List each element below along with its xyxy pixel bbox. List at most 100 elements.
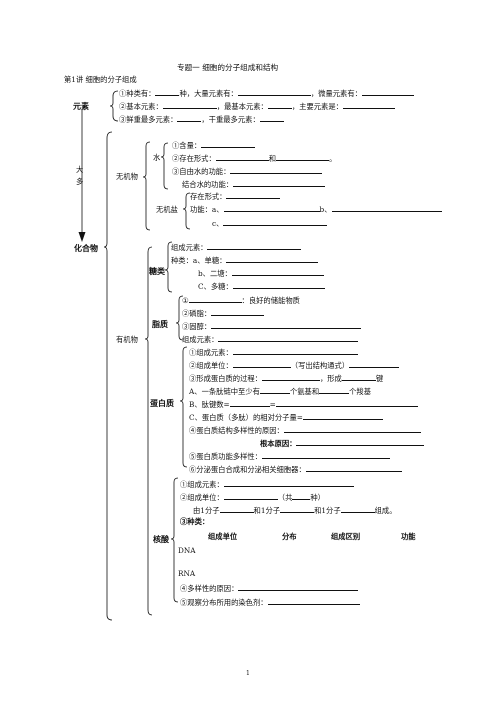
lipid-line-2: ②磷脂： [182, 308, 265, 317]
blank[interactable] [361, 88, 414, 96]
table-row-dna: DNA [178, 546, 196, 555]
nucleic-acid-label: 核酸 [153, 534, 169, 544]
sugar-line-1: 组成元素： [171, 242, 302, 251]
inorganic-label: 无机物 [116, 172, 138, 181]
blank[interactable] [223, 492, 278, 500]
organic-label: 有机物 [116, 335, 138, 344]
blank[interactable] [238, 583, 359, 591]
lipid-line-1: ①：良好的储能物质 [182, 295, 300, 305]
compound-label: 化合物 [74, 243, 98, 253]
blank[interactable] [207, 242, 302, 250]
blank[interactable] [305, 464, 402, 472]
sugar-line-4: C、多糖： [198, 281, 325, 290]
protein-line-9: ⑤蛋白质功能多样性： [189, 451, 390, 460]
sugar-label: 糖类 [149, 266, 165, 276]
blank[interactable] [276, 153, 330, 161]
water-line-4: 结合水的功能： [182, 179, 326, 188]
blank[interactable] [341, 373, 376, 381]
water-line-1: ①含量： [172, 140, 256, 149]
page-number: 1 [246, 670, 250, 677]
blank[interactable] [261, 451, 390, 459]
water-line-3: ③自由水的功能： [172, 166, 323, 175]
blank[interactable] [177, 114, 202, 122]
blank[interactable] [292, 492, 311, 500]
blank[interactable] [302, 412, 383, 420]
side-da: 大 [76, 165, 84, 174]
protein-line-1: ①组成元素： [189, 347, 358, 356]
nucleic-line-6: ⑤观察分布所用的染色剂： [180, 597, 360, 606]
blank[interactable] [233, 179, 326, 187]
side-duo: 多 [76, 177, 84, 186]
protein-line-5: B、肽键数== [189, 399, 418, 408]
blank[interactable] [218, 334, 359, 342]
lesson-heading: 第1讲 细胞的分子组成 [64, 75, 137, 84]
blank[interactable] [232, 360, 291, 368]
page-title: 专题一 细胞的分子组成和结构 [177, 63, 279, 72]
blank[interactable] [230, 166, 323, 174]
blank[interactable] [188, 295, 242, 303]
nucleic-line-2: ②组成单位：（共种） [180, 492, 325, 502]
salt-line-1: 存在形式： [190, 191, 281, 200]
nucleic-line-5: ④多样性的原因： [180, 583, 359, 592]
sugar-line-3: b、二塘： [198, 268, 324, 277]
table-row-rna: RNA [178, 569, 196, 578]
blank[interactable] [229, 399, 270, 407]
blank[interactable] [223, 218, 328, 226]
blank[interactable] [237, 88, 311, 96]
blank[interactable] [215, 153, 269, 161]
blank[interactable] [232, 347, 358, 355]
lipid-line-4: 组成元素： [182, 334, 359, 343]
blank[interactable] [275, 399, 418, 407]
blank[interactable] [342, 101, 395, 109]
protein-label: 蛋白质 [150, 398, 174, 408]
table-header-unit: 组成单位 [208, 532, 238, 541]
element-line-1: ①种类有：种，大量元素有：，微量元素有： [119, 88, 414, 97]
blank[interactable] [219, 505, 254, 513]
blank[interactable] [223, 204, 320, 212]
blank[interactable] [232, 281, 325, 289]
blank[interactable] [319, 386, 350, 394]
protein-line-4: A、一条肽链中至少有个氨基和个羧基 [189, 386, 372, 396]
protein-line-8: 根本原因： [260, 438, 425, 447]
blank[interactable] [261, 373, 320, 381]
nucleic-line-4: ③种类： [180, 517, 210, 526]
blank[interactable] [267, 101, 292, 109]
lipid-label: 脂质 [152, 319, 168, 329]
salt-line-3: c、 [212, 218, 328, 227]
blank[interactable] [267, 597, 360, 605]
table-header-function: 功能 [401, 532, 416, 541]
nucleic-line-3: 由1分子和1分子和1分子组成。 [193, 505, 397, 515]
blank[interactable] [283, 425, 421, 433]
blank[interactable] [349, 360, 400, 368]
blank[interactable] [226, 191, 281, 199]
blank[interactable] [226, 255, 319, 263]
element-label: 元素 [73, 101, 89, 111]
blank[interactable] [162, 101, 217, 109]
lipid-line-3: ③固醇： [182, 321, 362, 330]
table-header-difference: 组成区别 [331, 532, 361, 541]
blank[interactable] [211, 308, 265, 316]
salt-line-2: 功能：a、b、 [190, 204, 442, 213]
nucleic-line-1: ①组成元素： [180, 479, 354, 488]
salt-label: 无机盐 [156, 205, 178, 214]
blank[interactable] [155, 88, 180, 96]
protein-line-3: ③形成蛋白质的过程：，形成键 [189, 373, 384, 383]
table-header-distribution: 分布 [282, 532, 297, 541]
element-line-2: ②基本元素：，最基本元素：，主要元素是： [119, 101, 395, 110]
protein-line-6: C、蛋白质（多肽）的相对分子量= [189, 412, 383, 421]
blank[interactable] [296, 438, 425, 446]
blank[interactable] [259, 114, 284, 122]
blank[interactable] [340, 505, 375, 513]
water-label: 水 [153, 153, 161, 162]
blank[interactable] [259, 386, 290, 394]
blank[interactable] [280, 505, 315, 513]
blank[interactable] [211, 321, 362, 329]
element-line-3: ③鲜重最多元素：，干重最多元素： [119, 114, 284, 123]
blank[interactable] [231, 268, 324, 276]
blank[interactable] [331, 204, 442, 212]
blank[interactable] [223, 479, 354, 487]
water-line-2: ②存在形式：和。 [172, 153, 337, 163]
blank[interactable] [201, 140, 256, 148]
protein-line-2: ②组成单位：（写出结构通式） [189, 360, 400, 369]
